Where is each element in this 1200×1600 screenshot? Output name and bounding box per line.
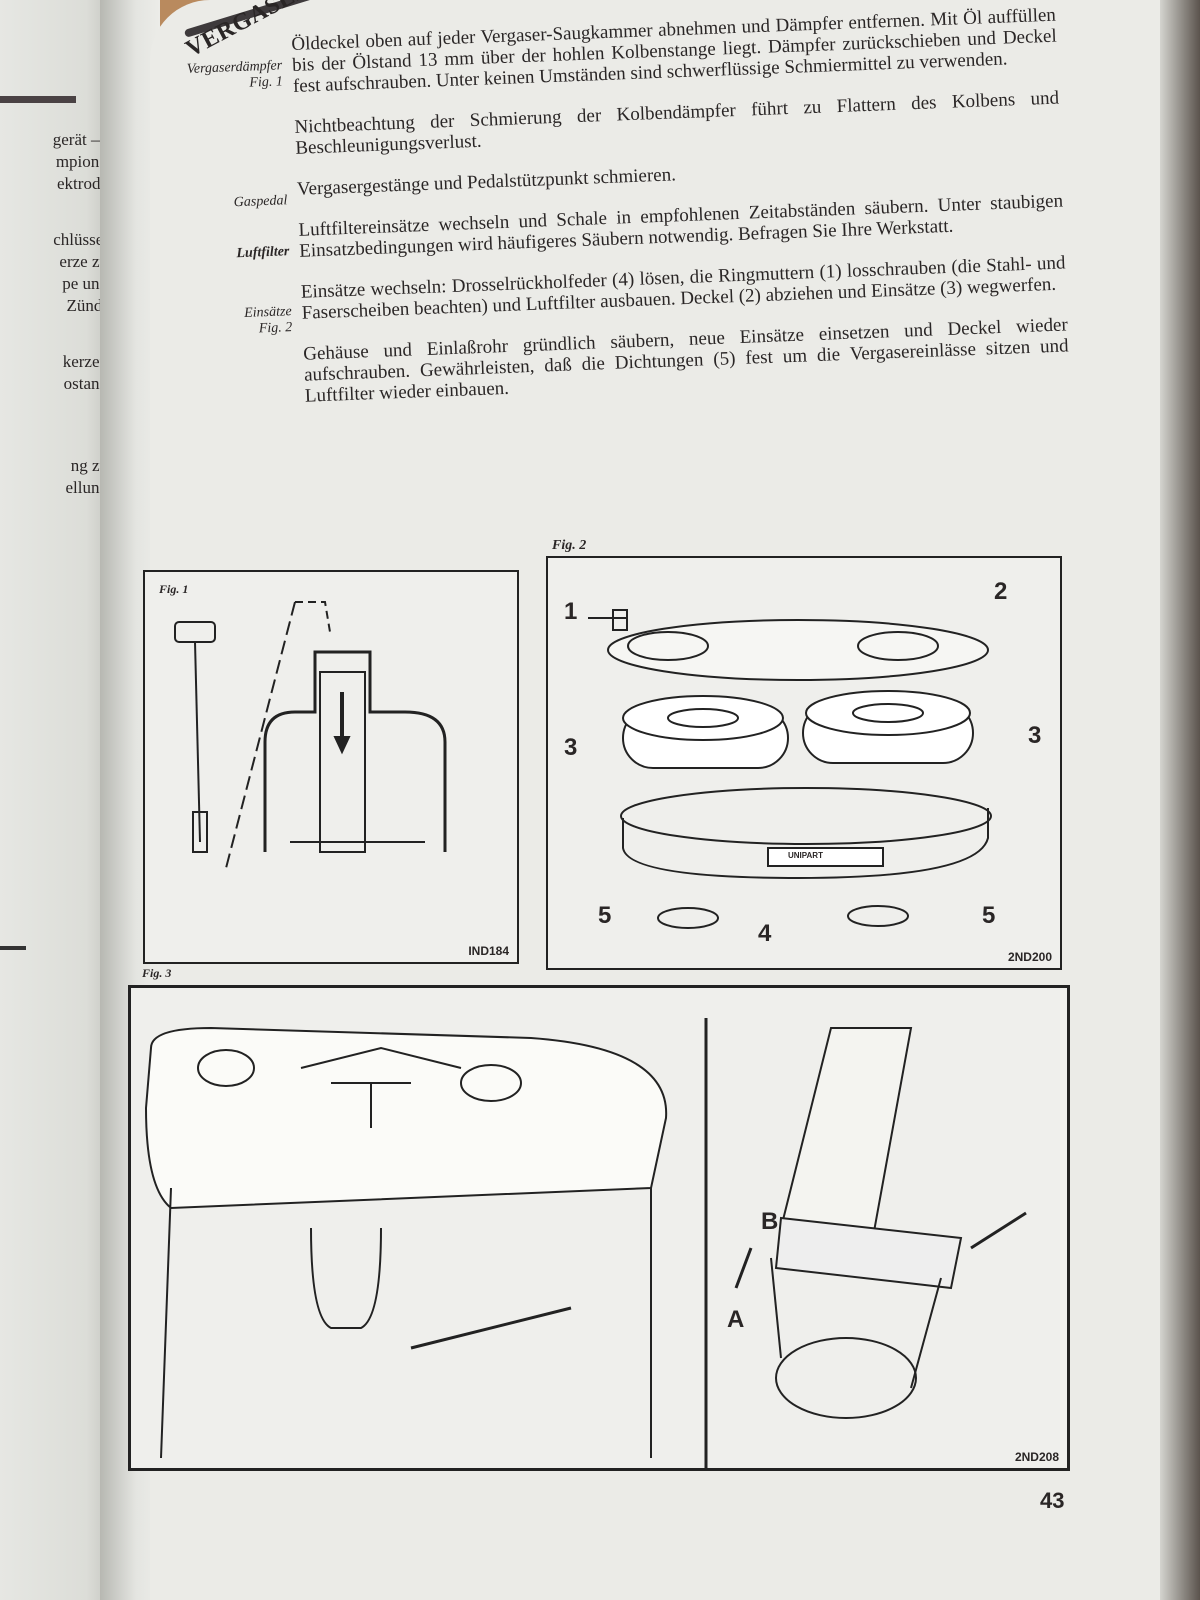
air-filter-exploded-illustration: [588, 609, 992, 929]
callout-a: A: [727, 1306, 745, 1333]
figure-2: 1 2 3 3 4 5 5 UNIPART 2ND200: [546, 556, 1062, 970]
paragraph: Vergasergestänge und Pedalstützpunkt sch…: [296, 164, 677, 200]
side-label: Luftfilter: [236, 244, 290, 262]
left-line: kerzen: [62, 352, 108, 371]
callout-3: 3: [1028, 722, 1042, 749]
callout-1: 1: [564, 598, 578, 625]
callout-4: 4: [758, 920, 772, 947]
left-line: ng zu: [70, 456, 108, 475]
side-label: Gaspedal: [233, 193, 288, 211]
left-line: ostand: [63, 374, 108, 393]
paragraph: Öldeckel oben auf jeder Vergaser-Saugkam…: [290, 4, 1058, 97]
figure-1: Fig. 1 IND184: [143, 570, 519, 964]
left-line: ellung: [65, 478, 109, 497]
paragraph: Gehäuse und Einlaßrohr gründlich säubern…: [302, 314, 1069, 407]
brand-label: UNIPART: [788, 851, 823, 860]
carburettor-intake-illustration: [144, 1018, 1027, 1468]
callout-5: 5: [982, 902, 996, 929]
callout-2: 2: [994, 578, 1008, 605]
left-line: chlüssel: [53, 230, 108, 249]
fig3-caption: Fig. 3: [142, 966, 172, 980]
figure-3: B A 2ND208: [128, 985, 1070, 1471]
left-line: erze zu: [59, 252, 108, 271]
page-edges: [1160, 0, 1200, 1600]
left-page-rule: [0, 946, 26, 950]
left-line: ektrode: [57, 174, 108, 193]
left-line: mpion'-: [55, 152, 108, 171]
callout-b: B: [761, 1208, 779, 1235]
callout-3: 3: [564, 734, 578, 761]
fig2-code: 2ND200: [1007, 950, 1052, 964]
left-line: gerät —: [52, 130, 108, 149]
paragraph: Luftfiltereinsätze wechseln und Schale i…: [298, 190, 1064, 262]
left-line: Zünd-: [66, 296, 108, 315]
fig2-caption: Fig. 2: [552, 538, 587, 553]
left-page: gerät — mpion'- ektrode chlüssel erze zu…: [0, 0, 108, 1600]
paragraph: Nichtbeachtung der Schmierung der Kolben…: [294, 87, 1060, 159]
paragraph: Einsätze wechseln: Drosselrückholfeder (…: [300, 252, 1066, 324]
damper-illustration: [174, 601, 447, 873]
page-number: 43: [1040, 1488, 1065, 1513]
left-page-rule: [0, 96, 76, 103]
left-line: pe und: [62, 274, 108, 293]
fig1-code: IND184: [468, 944, 509, 958]
fig1-caption: Fig. 1: [159, 582, 189, 596]
callout-5: 5: [598, 902, 612, 929]
fig3-code: 2ND208: [1014, 1450, 1059, 1464]
